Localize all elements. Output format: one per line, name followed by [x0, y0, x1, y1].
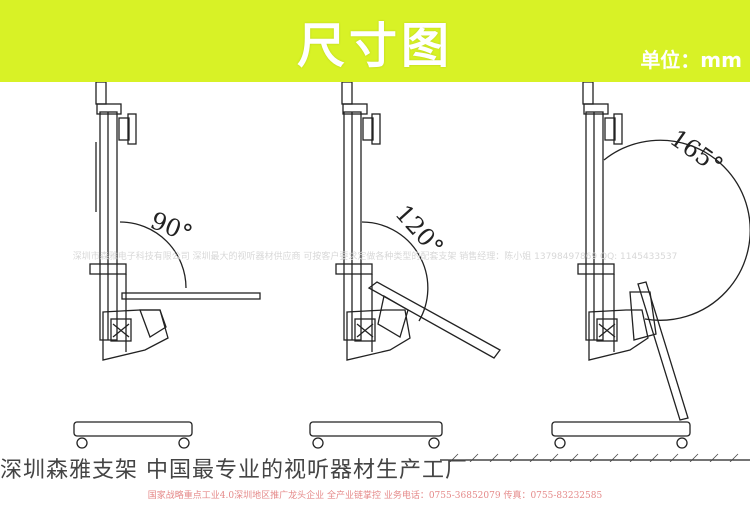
footer-text: 国家战略重点工业4.0深圳地区推广龙头企业 全产业链掌控 业务电话：0755-3…	[147, 491, 603, 501]
stand-90	[73, 82, 261, 449]
page-title: 尺寸图	[296, 18, 453, 74]
stand-120	[309, 82, 501, 449]
stand-drawing: 90° 120° 165°	[73, 82, 750, 462]
watermark-text: 深圳市森雅电子科技有限公司 深圳最大的视听器材供应商 可按客户要求定做各种类型的…	[72, 252, 678, 262]
angle-label-90: 90°	[146, 206, 196, 248]
title-banner: 尺寸图 单位：mm	[0, 0, 750, 82]
slogan-text: 深圳森雅支架 中国最专业的视听器材生产工厂	[0, 458, 468, 483]
angle-label-165: 165°	[665, 124, 728, 180]
unit-label: 单位：mm	[640, 48, 742, 72]
stand-165	[551, 82, 750, 449]
